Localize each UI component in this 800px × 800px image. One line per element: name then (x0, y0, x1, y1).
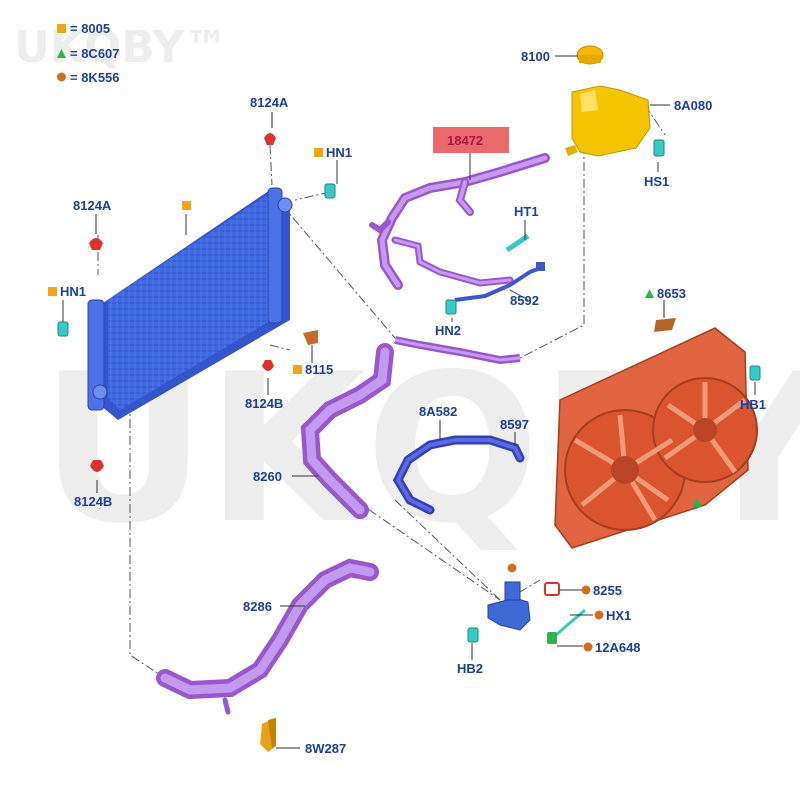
hose-18472 (369, 153, 550, 290)
isolator-8124B-low (90, 460, 104, 472)
isolator-8124A-top (264, 133, 276, 145)
hose-8260 (300, 343, 394, 519)
sensor-8592 (454, 262, 545, 302)
label-8597: 8597 (500, 417, 529, 432)
label-8653: 8653 (657, 286, 686, 301)
hose-8286 (156, 558, 379, 715)
connector-lines (97, 104, 746, 679)
part-labels: 8100 8A080 HS1 18472 HT1 8592 HN2 8124A … (48, 49, 766, 756)
clip-HN2 (445, 299, 457, 315)
label-8124B-low: 8124B (74, 494, 112, 509)
legend: = 8005 = 8C607 = 8K556 (57, 21, 120, 85)
label-8124B-mid: 8124B (245, 396, 283, 411)
label-8124A-left: 8124A (73, 198, 112, 213)
isolator-8124A-left (89, 238, 103, 250)
gasket-8255 (544, 582, 560, 596)
legend-item-8C607: = 8C607 (70, 46, 120, 61)
label-8115: 8115 (305, 362, 333, 377)
hose-8A582 (392, 435, 525, 515)
highlight-box-18472 (433, 127, 509, 153)
fan-shroud (554, 327, 758, 549)
bracket-8115 (303, 330, 318, 345)
manifold-assembly (487, 563, 531, 631)
label-8255-circle-icon (581, 585, 591, 595)
label-8100: 8100 (521, 49, 550, 64)
label-HT1: HT1 (514, 204, 539, 219)
label-HS1: HS1 (644, 174, 669, 189)
clip-HS1 (653, 139, 665, 157)
radiator-square-marker (182, 201, 191, 210)
degas-tank (565, 85, 651, 157)
label-HN2: HN2 (435, 323, 461, 338)
clip-HB2 (467, 627, 479, 643)
label-HB2: HB2 (457, 661, 483, 676)
bracket-8653 (654, 318, 676, 332)
label-HN1-top: HN1 (326, 145, 352, 160)
label-8255: 8255 (593, 583, 622, 598)
label-8260: 8260 (253, 469, 282, 484)
legend-square-icon (57, 24, 66, 33)
label-12A648-circle-icon (583, 642, 593, 652)
label-HN1-top-square-icon (314, 148, 323, 157)
label-8592: 8592 (510, 293, 539, 308)
label-8124A-top: 8124A (250, 95, 289, 110)
clip-HN1-left (57, 321, 69, 337)
tank-cap-8100 (576, 45, 604, 65)
label-HN1-left: HN1 (60, 284, 86, 299)
label-12A648: 12A648 (595, 640, 641, 655)
hose-cross (394, 336, 521, 365)
legend-circle-icon (57, 72, 66, 82)
radiator (87, 187, 293, 420)
manifold-circle-marker (507, 563, 517, 573)
legend-item-8K556: = 8K556 (70, 70, 120, 85)
label-8115-square-icon (293, 365, 302, 374)
label-8A582: 8A582 (419, 404, 457, 419)
label-8653-triangle-icon (645, 289, 654, 298)
bracket-8W287 (260, 718, 276, 752)
label-HB1: HB1 (740, 397, 766, 412)
label-8A080: 8A080 (674, 98, 712, 113)
label-8W287: 8W287 (305, 741, 346, 756)
legend-triangle-icon (57, 49, 66, 58)
clip-HN1-top (324, 183, 336, 199)
watermark-top-left: UKQBY™ (14, 22, 228, 73)
label-HN1-left-square-icon (48, 287, 57, 296)
fan-triangle-marker (692, 498, 702, 507)
legend-item-8005: = 8005 (70, 21, 110, 36)
label-HX1-circle-icon (594, 610, 604, 620)
clip-HB1 (749, 365, 761, 381)
sensor-12A648 (547, 632, 557, 644)
label-HX1: HX1 (606, 608, 631, 623)
isolator-8124B-mid (262, 360, 274, 371)
label-8286: 8286 (243, 599, 272, 614)
leader-lines (62, 55, 756, 749)
label-18472: 18472 (447, 133, 483, 148)
